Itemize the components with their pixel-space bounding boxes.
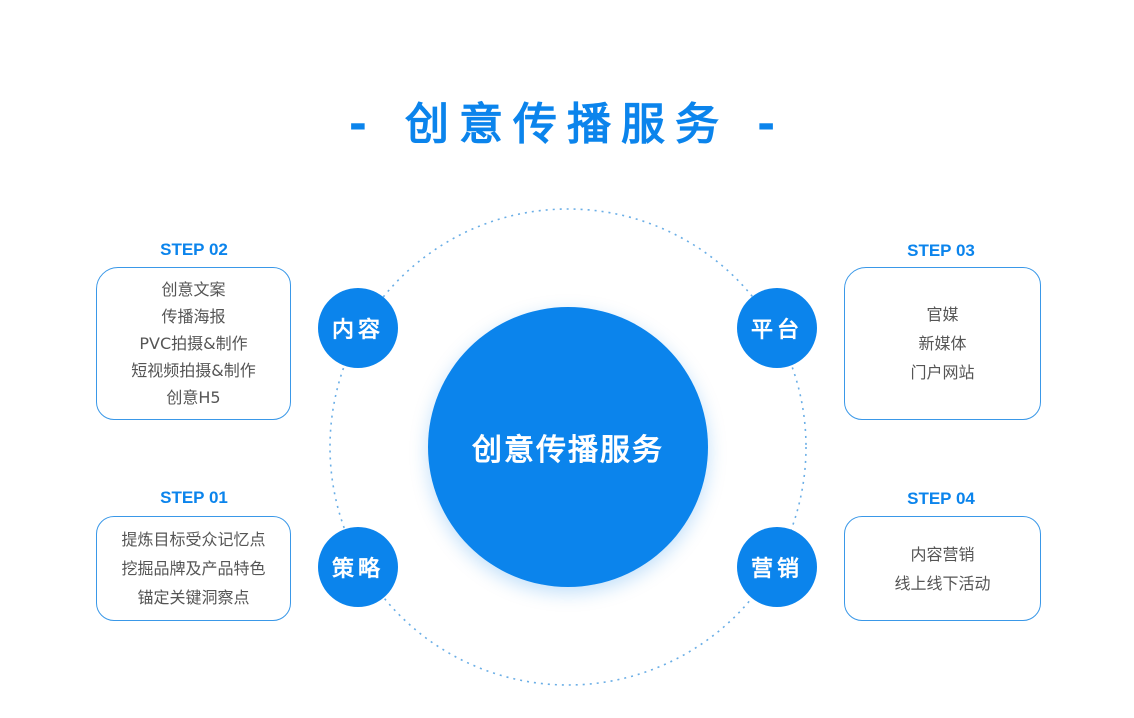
page-title: -创意传播服务- [0, 88, 1134, 152]
step04-label: STEP 04 [907, 489, 975, 508]
title-text: 创意传播服务 [405, 99, 729, 150]
step03-box: 官媒 新媒体 门户网站 [844, 267, 1041, 420]
step02-item: 创意文案 [161, 280, 226, 299]
node-strategy-label: 策略 [331, 557, 384, 582]
center-label: 创意传播服务 [472, 433, 664, 468]
node-platform: 平台 [737, 288, 817, 368]
node-content-label: 内容 [331, 318, 384, 343]
node-content: 内容 [318, 288, 398, 368]
step04-item: 内容营销 [910, 544, 975, 564]
step03-item: 官媒 [926, 305, 959, 324]
step02-item: 传播海报 [161, 307, 226, 326]
step01-item: 提炼目标受众记忆点 [121, 530, 266, 549]
step03-label: STEP 03 [907, 241, 975, 260]
node-marketing: 营销 [737, 527, 817, 607]
node-marketing-label: 营销 [750, 557, 803, 582]
step02-box: 创意文案 传播海报 PVC拍摄&制作 短视频拍摄&制作 创意H5 [96, 267, 291, 420]
center-circle: 创意传播服务 [428, 307, 708, 587]
node-strategy: 策略 [318, 527, 398, 607]
step03-item: 新媒体 [918, 334, 967, 353]
step01-box: 提炼目标受众记忆点 挖掘品牌及产品特色 锚定关键洞察点 [96, 516, 291, 621]
step01-item: 锚定关键洞察点 [137, 588, 250, 607]
step04-item: 线上线下活动 [894, 573, 991, 593]
step02-label: STEP 02 [160, 240, 228, 259]
step03-item: 门户网站 [910, 363, 975, 382]
title-dash-right: - [757, 99, 786, 150]
step04-box: 内容营销 线上线下活动 [844, 516, 1041, 621]
step02-item: 短视频拍摄&制作 [131, 361, 256, 380]
step01-label: STEP 01 [160, 488, 228, 507]
step02-item: PVC拍摄&制作 [139, 334, 248, 353]
step02-item: 创意H5 [166, 388, 221, 407]
title-dash-left: - [348, 99, 377, 150]
node-platform-label: 平台 [750, 318, 803, 343]
step01-item: 挖掘品牌及产品特色 [121, 559, 266, 578]
